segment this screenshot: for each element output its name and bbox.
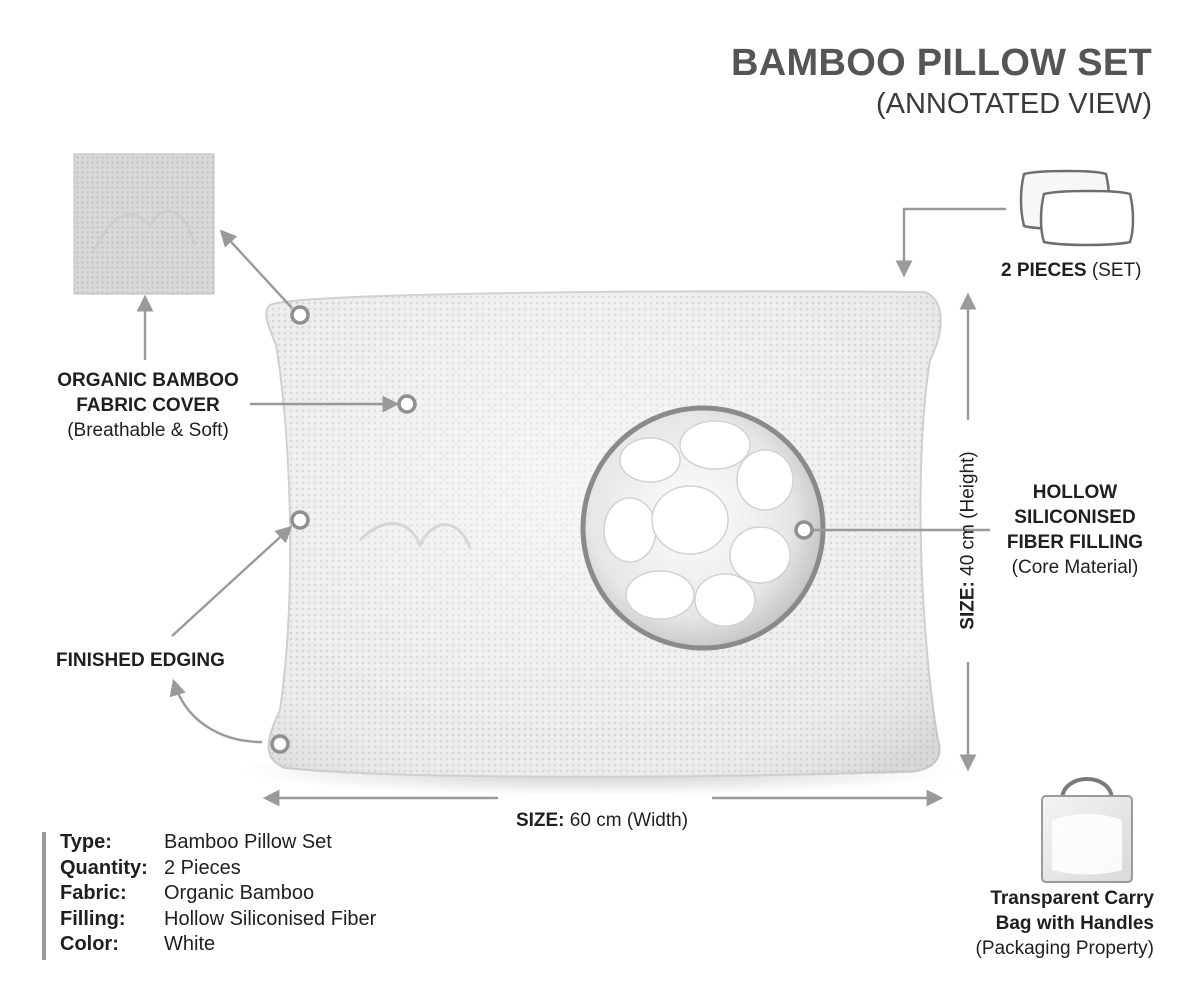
fabric-cover-title-line1: ORGANIC BAMBOO <box>57 370 239 391</box>
fabric-swatch <box>73 153 215 295</box>
spec-accent-bar <box>42 832 46 960</box>
page-subtitle: (ANNOTATED VIEW) <box>875 88 1152 120</box>
spec-key: Quantity: <box>60 856 148 879</box>
fabric-cover-note: (Breathable & Soft) <box>67 420 229 441</box>
carry-bag-title-line2: Bag with Handles <box>995 913 1154 934</box>
pillow-pair-icon <box>1019 169 1135 247</box>
width-size-value: 60 cm (Width) <box>564 810 689 831</box>
fabric-cover-label: ORGANIC BAMBOO FABRIC COVER (Breathable … <box>30 368 266 443</box>
height-size-value: 40 cm (Height) <box>957 451 979 582</box>
fabric-cover-title-line2: FABRIC COVER <box>76 395 220 416</box>
spec-value: White <box>164 933 216 955</box>
spec-key: Color: <box>60 933 119 955</box>
width-size-label: SIZE: 60 cm (Width) <box>470 808 734 833</box>
height-size-label: SIZE: 40 cm (Height) <box>956 441 981 641</box>
leader-lines <box>136 207 1006 807</box>
filling-note: (Core Material) <box>1011 557 1139 578</box>
pieces-set-text: (SET) <box>1086 260 1142 281</box>
spec-value: Bamboo Pillow Set <box>164 831 332 853</box>
page-title: BAMBOO PILLOW SET <box>731 42 1152 84</box>
filling-label: HOLLOW SILICONISED FIBER FILLING (Core M… <box>990 480 1160 580</box>
spec-row: Quantity: 2 Pieces <box>60 856 376 882</box>
spec-key: Filling: <box>60 907 126 930</box>
width-size-key: SIZE: <box>515 810 565 831</box>
spec-value: 2 Pieces <box>164 856 241 879</box>
spec-row: Type: Bamboo Pillow Set <box>60 830 376 856</box>
spec-row: Filling: Hollow Siliconised Fiber <box>60 907 376 933</box>
spec-key: Fabric: <box>60 882 127 904</box>
spec-row: Fabric: Organic Bamboo <box>60 881 376 907</box>
carry-bag-label: Transparent Carry Bag with Handles (Pack… <box>894 886 1154 961</box>
marker-rings <box>270 305 814 754</box>
fiber-closeup <box>580 405 826 651</box>
finished-edging-title: FINISHED EDGING <box>56 650 225 671</box>
pieces-label: 2 PIECES (SET) <box>1001 258 1141 283</box>
spec-key: Type: <box>60 831 112 853</box>
filling-title-line1: HOLLOW <box>1032 482 1118 503</box>
spec-value: Organic Bamboo <box>164 882 315 904</box>
finished-edging-label: FINISHED EDGING <box>56 648 225 673</box>
filling-title-line2: SILICONISED <box>1014 507 1136 528</box>
carry-bag-note: (Packaging Property) <box>975 938 1154 959</box>
height-size-key: SIZE: <box>957 581 979 630</box>
carry-bag-icon <box>1041 777 1133 883</box>
spec-row: Color: White <box>60 932 376 958</box>
spec-value: Hollow Siliconised Fiber <box>164 907 377 930</box>
pieces-count: 2 PIECES <box>1001 260 1087 281</box>
spec-table: Type: Bamboo Pillow Set Quantity: 2 Piec… <box>60 830 376 958</box>
filling-title-line3: FIBER FILLING <box>1006 532 1144 553</box>
carry-bag-title-line1: Transparent Carry <box>990 888 1154 909</box>
